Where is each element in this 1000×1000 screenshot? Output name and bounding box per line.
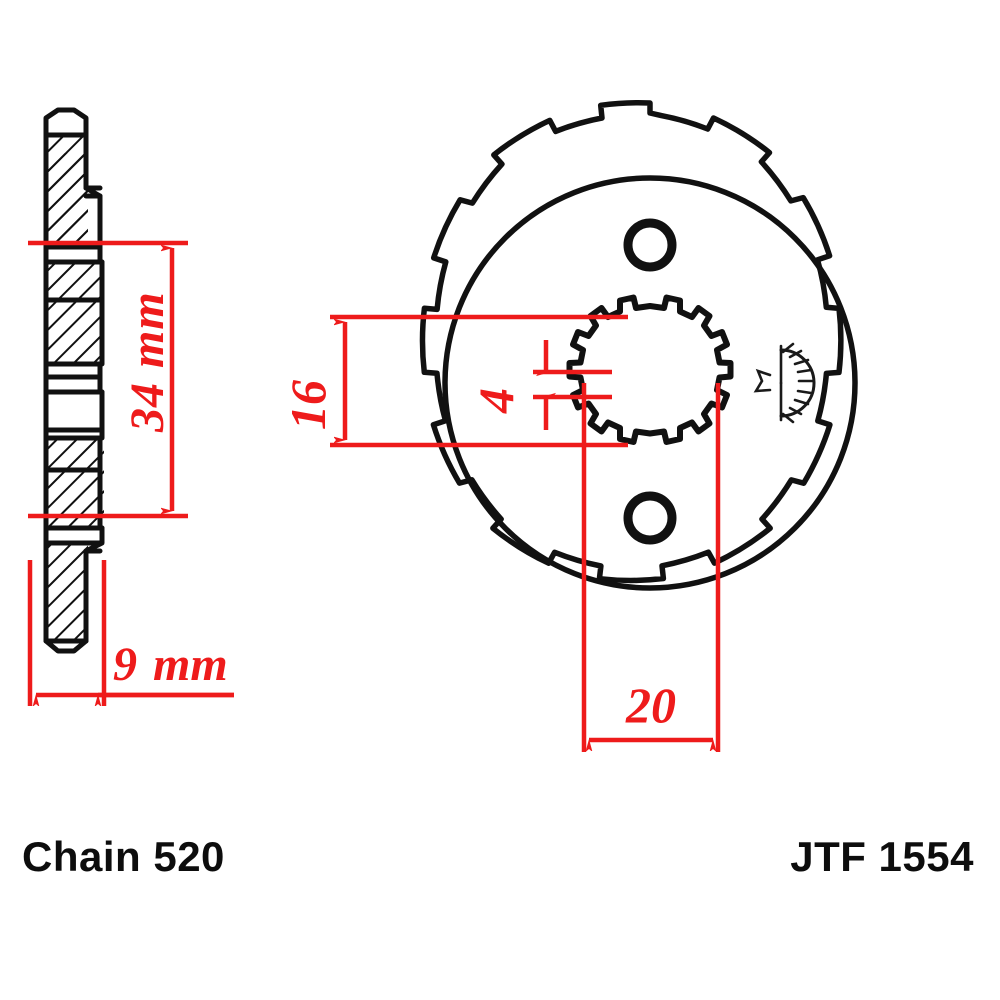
splined-bore [566,294,734,445]
spline-finish-icon [753,342,816,424]
dimension-34mm: 34mm [28,240,188,519]
dimension-20: 20 [581,383,721,752]
bolt-hole-upper [623,218,677,272]
dim-label-4: 4 [468,388,524,414]
dim-label-16: 16 [280,380,336,430]
section-step-lines [43,132,105,644]
chain-spec-label: Chain 520 [22,833,225,880]
part-number-label: JTF 1554 [790,833,974,880]
side-section-view [43,107,105,654]
dimension-4: 4 [468,340,612,430]
front-view [419,99,858,591]
dimension-16: 16 [280,314,628,448]
bolt-hole-lower [623,491,677,545]
dim-label-34: 34mm [121,291,174,433]
hub-plate-circle [442,175,858,591]
section-hatching [44,135,104,641]
dim-label-20: 20 [625,677,676,733]
